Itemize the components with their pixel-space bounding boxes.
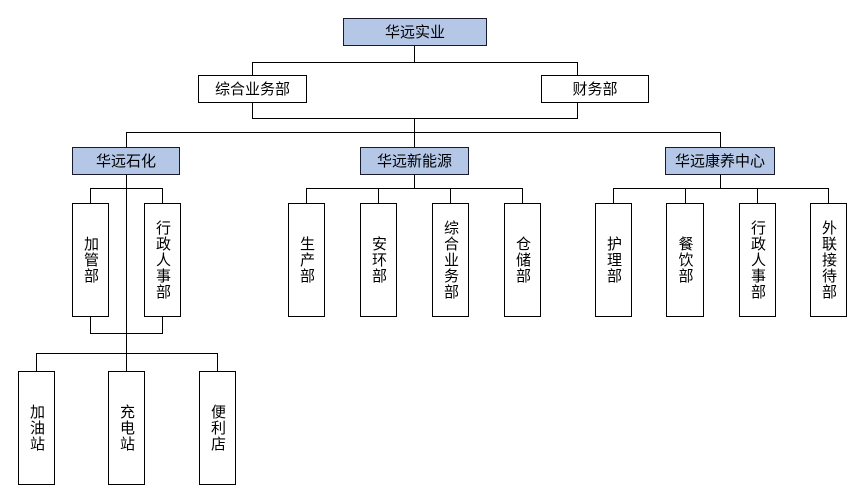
node-label: 生产部 bbox=[298, 236, 316, 284]
org-node-production-dept[interactable]: 生产部 bbox=[288, 203, 325, 317]
org-node-nursing-dept[interactable]: 护理部 bbox=[595, 203, 632, 317]
org-node-gas-station[interactable]: 加油站 bbox=[18, 371, 55, 485]
node-label: 护理部 bbox=[605, 236, 623, 284]
node-label: 便利店 bbox=[209, 404, 227, 452]
node-label: 综合业务部 bbox=[214, 79, 290, 98]
org-node-catering-dept[interactable]: 餐饮部 bbox=[666, 203, 704, 317]
org-node-warehouse-dept[interactable]: 仓储部 bbox=[504, 203, 541, 317]
node-label: 加管部 bbox=[82, 236, 100, 284]
org-node-finance-dept[interactable]: 财务部 bbox=[541, 75, 649, 103]
node-label: 仓储部 bbox=[514, 236, 532, 284]
org-node-charging-station[interactable]: 充电站 bbox=[108, 371, 145, 485]
node-label: 餐饮部 bbox=[676, 236, 695, 284]
org-node-safety-environment-dept[interactable]: 安环部 bbox=[360, 203, 397, 317]
node-label: 华远新能源 bbox=[376, 151, 452, 170]
org-node-admin-hr-dept-petrochemical[interactable]: 行政人事部 bbox=[144, 203, 181, 317]
org-node-gas-management-dept[interactable]: 加管部 bbox=[72, 203, 109, 317]
node-label: 行政人事部 bbox=[749, 220, 767, 300]
node-label: 外联接待部 bbox=[820, 220, 838, 300]
org-node-petrochemical[interactable]: 华远石化 bbox=[72, 147, 180, 175]
node-label: 财务部 bbox=[572, 79, 618, 98]
node-label: 加油站 bbox=[28, 404, 46, 452]
org-node-comprehensive-business-dept-new-energy[interactable]: 综合业务部 bbox=[432, 203, 469, 317]
node-label: 安环部 bbox=[370, 236, 388, 284]
node-label: 华远康养中心 bbox=[674, 151, 765, 170]
org-node-root[interactable]: 华远实业 bbox=[343, 18, 487, 46]
org-node-new-energy[interactable]: 华远新能源 bbox=[360, 147, 469, 175]
node-label: 华远实业 bbox=[384, 22, 445, 41]
org-node-admin-hr-dept-health-care[interactable]: 行政人事部 bbox=[739, 203, 776, 317]
org-node-comprehensive-business-dept[interactable]: 综合业务部 bbox=[198, 75, 307, 103]
node-label: 综合业务部 bbox=[442, 220, 460, 300]
node-label: 充电站 bbox=[118, 404, 136, 452]
org-node-external-reception-dept[interactable]: 外联接待部 bbox=[810, 203, 847, 317]
node-label: 华远石化 bbox=[95, 151, 156, 170]
node-label: 行政人事部 bbox=[154, 220, 172, 300]
org-node-health-care-center[interactable]: 华远康养中心 bbox=[665, 147, 775, 175]
org-node-convenience-store[interactable]: 便利店 bbox=[199, 371, 236, 485]
